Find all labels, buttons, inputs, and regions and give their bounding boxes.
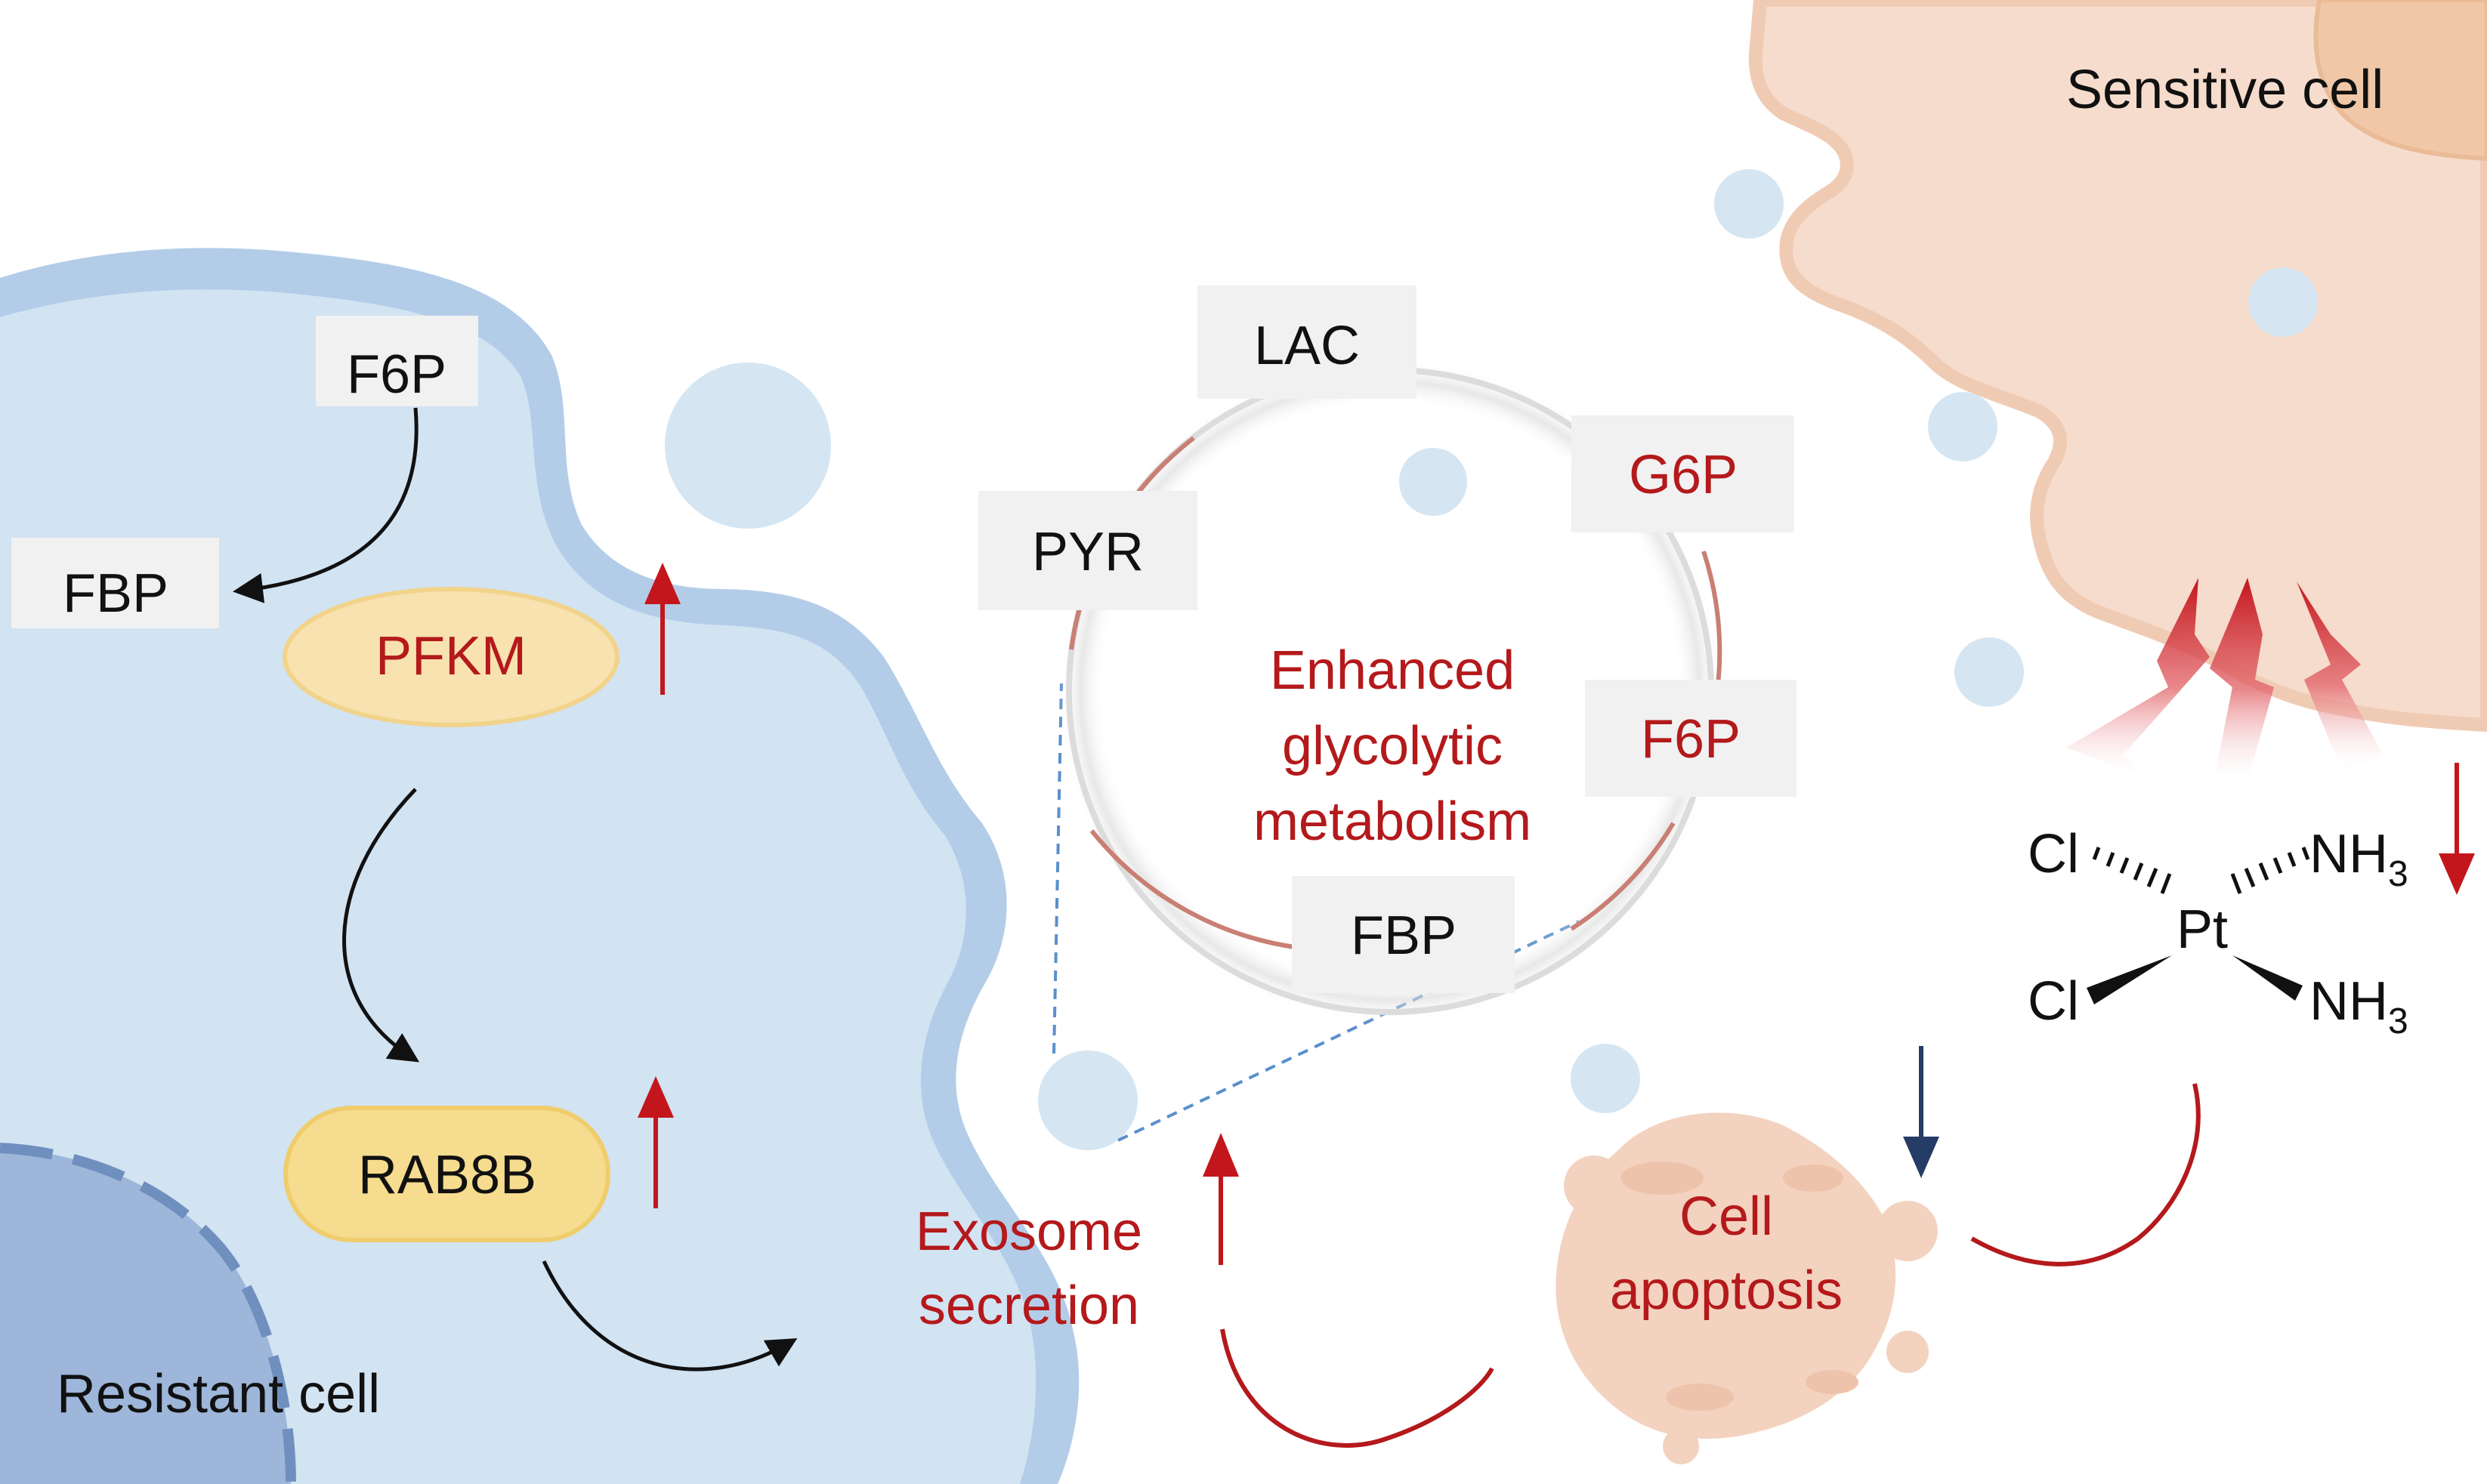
exosome-vesicle-icon [1571, 1044, 1640, 1113]
exosome-vesicle-icon [1038, 1051, 1138, 1150]
pfkm-enzyme [283, 587, 619, 727]
rab8b-to-exosome-arrow [542, 1260, 798, 1371]
f6p-box [316, 316, 478, 406]
apoptotic-cell [1556, 1112, 1938, 1464]
lightning-bolt-icon [2210, 578, 2274, 782]
metabolite-box-f6p [1585, 680, 1797, 797]
cisplatin-cl-bottom: Cl [2028, 971, 2079, 1032]
metabolite-box-lac [1197, 285, 1417, 399]
f6p-label: F6P [347, 344, 446, 405]
nh-text: NH [2309, 824, 2388, 884]
apoptotic-fragment [1620, 1162, 1704, 1195]
rab8b-protein [283, 1106, 610, 1242]
cycle-arc [1089, 829, 1300, 950]
exosome-secretion-line2: secretion [919, 1276, 1139, 1336]
nucleus [0, 1148, 291, 1484]
exosome-secretion-line1: Exosome [916, 1202, 1142, 1262]
up-arrow-icon [644, 563, 681, 695]
metabolite-box-g6p [1571, 415, 1794, 532]
apoptotic-fragment [1666, 1384, 1734, 1411]
cycle-title-line2: glycolytic [1282, 716, 1503, 776]
exosome-vesicle-icon [665, 363, 831, 529]
cycle-arc [1570, 822, 1676, 931]
apoptotic-bleb [1663, 1428, 1699, 1464]
resistant-cell [0, 248, 1080, 1484]
apoptosis-line2: apoptosis [1610, 1260, 1843, 1321]
down-arrow-icon [1903, 1046, 1939, 1178]
apoptotic-body [1556, 1112, 1896, 1439]
rab8b-label: RAB8B [358, 1145, 536, 1205]
apoptotic-bleb [1564, 1155, 1624, 1216]
cisplatin-nh3-top: NH3 [2309, 824, 2408, 894]
apoptotic-bleb [1886, 1331, 1929, 1373]
pfkm-label: PFKM [375, 626, 527, 686]
metabolite-box-fbp [1292, 876, 1515, 993]
cisplatin-pt: Pt [2177, 899, 2228, 960]
metabolite-pyr: PYR [1032, 522, 1144, 582]
sensitive-cell-nucleus [2313, 0, 2487, 162]
curved-arrow-icon [1970, 1083, 2201, 1266]
subscript-3: 3 [2388, 854, 2408, 894]
up-arrow-icon [638, 1076, 674, 1208]
exosome-vesicle-icon [1928, 392, 1997, 461]
apoptotic-bleb [1877, 1201, 1938, 1261]
cycle-title-line3: metabolism [1253, 791, 1531, 852]
lightning-bolt-icon [2297, 582, 2384, 770]
cycle-title-line1: Enhanced [1270, 640, 1515, 701]
exosome-vesicle-icon [1714, 169, 1784, 239]
exosome-vesicle-icon [2248, 267, 2318, 337]
cisplatin-structure: Pt Cl Cl NH3 NH3 [2028, 824, 2408, 1041]
sensitive-cell [1748, 0, 2487, 733]
fbp-label: FBP [63, 563, 168, 624]
subscript-3: 3 [2388, 1001, 2408, 1041]
metabolite-fbp: FBP [1351, 906, 1457, 966]
hashed-bond-top-left [2092, 847, 2172, 894]
sensitive-cell-label: Sensitive cell [2066, 60, 2384, 120]
apoptotic-fragment [1806, 1370, 1858, 1394]
cisplatin-nh3-bottom: NH3 [2309, 971, 2408, 1041]
pfkm-to-rab8b-arrow [342, 788, 420, 1063]
nucleus-envelope [0, 1143, 296, 1484]
wedge-bond-bottom-right [2232, 955, 2303, 1001]
fbp-box [11, 538, 219, 628]
lightning-bolts [2066, 578, 2384, 782]
f6p-to-fbp-arrow [233, 407, 419, 603]
exosome-vesicle-icon [1954, 637, 2024, 707]
curved-arrow-icon [1220, 1328, 1494, 1448]
resistant-cell-label: Resistant cell [57, 1364, 380, 1424]
cisplatin-cl-top: Cl [2028, 824, 2079, 884]
metabolite-box-pyr [978, 491, 1197, 610]
nh-text: NH [2309, 971, 2388, 1032]
glycolysis-cycle: LAC G6P F6P FBP PYR Enhanced glycolytic … [978, 285, 1797, 1023]
apoptosis-line1: Cell [1679, 1186, 1773, 1247]
up-arrow-icon [1203, 1133, 1239, 1265]
metabolite-f6p: F6P [1641, 709, 1741, 770]
zoom-line-left [1052, 683, 1063, 1054]
metabolite-lac: LAC [1254, 316, 1360, 376]
cycle-ring-shadow [1058, 359, 1722, 1023]
apoptotic-fragment [1783, 1165, 1843, 1192]
hashed-bond-top-right [2230, 847, 2310, 894]
wedge-bond-bottom-left [2087, 955, 2172, 1004]
down-arrow-icon [2439, 763, 2475, 895]
lightning-bolt-icon [2066, 578, 2210, 778]
metabolite-g6p: G6P [1629, 445, 1738, 505]
